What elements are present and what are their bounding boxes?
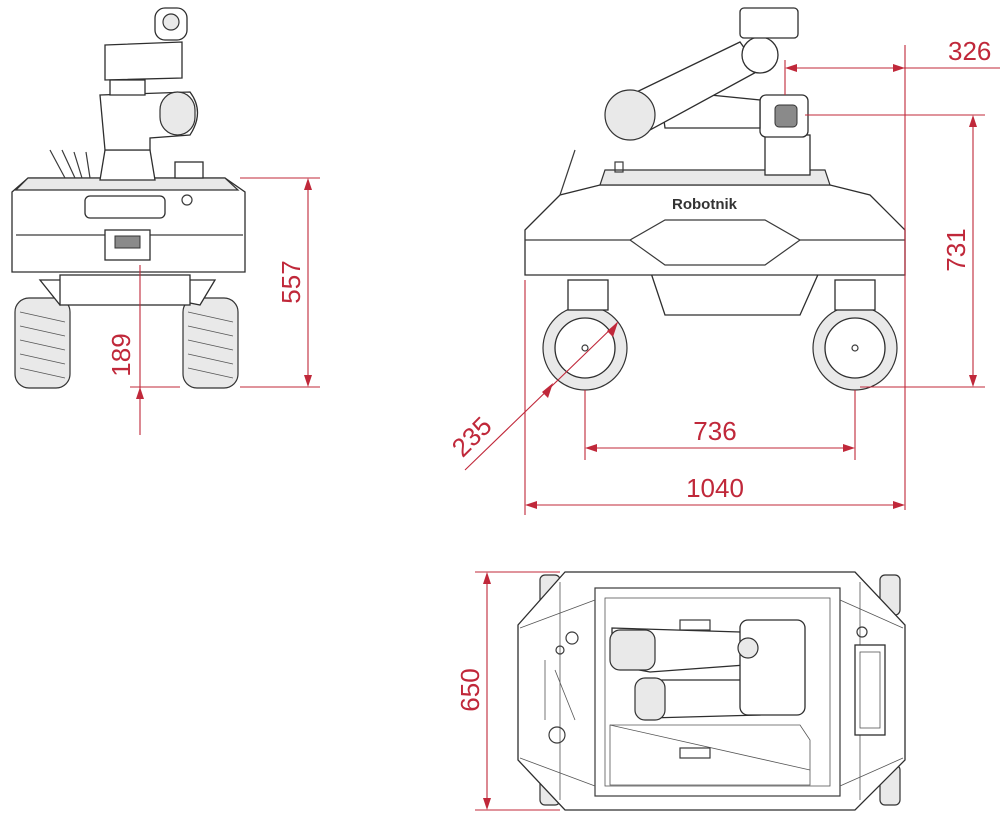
dimension-front-clearance: 189 <box>106 265 180 435</box>
dimension-label-736: 736 <box>693 416 736 446</box>
dimension-top-width: 650 <box>455 571 560 811</box>
robotnik-logo: Robotnik <box>672 196 738 213</box>
dimension-label-326: 326 <box>948 36 991 66</box>
dimension-label-557: 557 <box>276 260 306 303</box>
front-view <box>11 7 246 389</box>
dimension-front-height: 557 <box>240 177 320 388</box>
dimension-side-wheelbase: 736 <box>584 390 856 460</box>
dimension-side-total-length: 1040 <box>524 280 905 515</box>
side-rear-wheel <box>542 305 628 391</box>
dimension-label-189: 189 <box>106 333 136 376</box>
top-view <box>517 571 906 811</box>
dimension-label-235: 235 <box>446 411 498 463</box>
side-view: Robotnik <box>524 7 906 391</box>
dimension-label-650: 650 <box>455 668 485 711</box>
dimension-side-arm-height: 731 <box>805 114 985 388</box>
dimension-label-731: 731 <box>941 228 971 271</box>
front-right-wheel <box>182 297 239 389</box>
side-chassis <box>524 184 906 276</box>
side-front-wheel <box>812 305 898 391</box>
dimension-label-1040: 1040 <box>686 473 744 503</box>
dimension-side-arm-offset: 326 <box>784 36 1000 510</box>
front-left-wheel <box>14 297 71 389</box>
